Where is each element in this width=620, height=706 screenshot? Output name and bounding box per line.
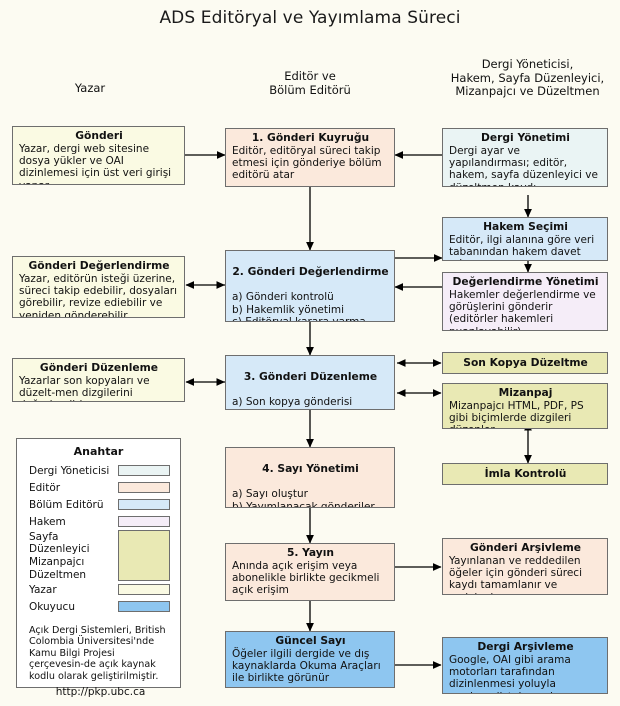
box-submission[interactable]: Gönderi Yazar, dergi web sitesine dosya … — [12, 126, 185, 185]
box-step1-submission-queue[interactable]: 1. Gönderi Kuyruğu Editör, editöryal sür… — [225, 128, 395, 187]
legend-title: Anahtar — [73, 445, 124, 458]
box-review-management[interactable]: Değerlendirme Yönetimi Hakemler değerlen… — [442, 272, 608, 331]
legend-row-editor: Editör — [17, 479, 180, 496]
box-journal-archive[interactable]: Dergi Arşivleme Google, OAI gibi arama m… — [442, 637, 608, 694]
box-body: Editör, editöryal süreci takip etmesi iç… — [232, 144, 382, 182]
column-header-staff: Dergi Yöneticisi, Hakem, Sayfa Düzenleyi… — [450, 57, 605, 98]
legend-swatch — [118, 499, 170, 510]
legend-group-production: Sayfa Düzenleyici Mizanpajcı Düzeltmen — [17, 530, 180, 581]
box-title: 3. Gönderi Düzenleme — [243, 370, 378, 384]
box-step4-issue-management[interactable]: 4. Sayı Yönetimi a) Sayı oluştur b) Yayı… — [225, 447, 395, 508]
column-header-editor: Editör ve Bölüm Editörü — [269, 69, 351, 97]
box-title: 5. Yayın — [286, 546, 335, 559]
box-body: Öğeler ilgili dergide ve dış kaynaklarda… — [232, 647, 381, 685]
box-body: a) Gönderi kontrolü b) Hakemlik yönetimi… — [232, 291, 366, 321]
box-title: Gönderi Değerlendirme — [28, 259, 170, 272]
box-submission-archive[interactable]: Gönderi Arşivleme Yayınlanan ve reddedil… — [442, 538, 608, 595]
box-body: Yayınlanan ve reddedilen öğeler için gön… — [449, 554, 582, 594]
legend-label: Mizanpajcı — [29, 555, 85, 568]
box-proofreading[interactable]: İmla Kontrolü — [442, 463, 608, 485]
box-layout[interactable]: Mizanpaj Mizanpajcı HTML, PDF, PS gibi b… — [442, 383, 608, 429]
box-title: 1. Gönderi Kuyruğu — [251, 131, 370, 144]
box-journal-management[interactable]: Dergi Yönetimi Dergi ayar ve yapılandırm… — [442, 128, 608, 187]
box-body: Mizanpajcı HTML, PDF, PS gibi biçimlerde… — [449, 399, 584, 428]
legend-swatch — [118, 601, 170, 612]
legend-row-section-editor: Bölüm Editörü — [17, 496, 180, 513]
box-body: Dergi ayar ve yapılandırması; editör, ha… — [449, 144, 598, 186]
box-title: Dergi Yönetimi — [481, 131, 570, 144]
page-title: ADS Editöryal ve Yayımlama Süreci — [159, 8, 461, 28]
legend-label: Editör — [29, 481, 61, 494]
box-title: Hakem Seçimi — [483, 220, 568, 233]
box-body: a) Son kopya gönderisi b) Mizanpaj ve bi… — [232, 396, 388, 409]
box-title: 4. Sayı Yönetimi — [262, 462, 359, 476]
legend-row-journal-manager: Dergi Yöneticisi — [17, 462, 180, 479]
legend-label: Hakem — [29, 515, 66, 528]
box-step3-submission-editing[interactable]: 3. Gönderi Düzenleme a) Son kopya gönder… — [225, 355, 395, 410]
legend-label: Sayfa Düzenleyici — [29, 530, 90, 555]
legend-swatch — [118, 482, 170, 493]
legend-swatch — [118, 465, 170, 476]
legend-label: Düzeltmen — [29, 568, 87, 581]
box-body: Hakemler değerlendirme ve görüşlerini gö… — [449, 288, 596, 330]
box-title: Mizanpaj — [498, 386, 553, 399]
box-title: İmla Kontrolü — [484, 466, 567, 480]
box-title: Gönderi Arşivleme — [469, 541, 582, 554]
legend-label: Yazar — [29, 583, 57, 596]
box-title: 2. Gönderi Değerlendirme — [232, 265, 389, 279]
box-body: Editör, ilgi alanına göre veri tabanında… — [449, 233, 595, 260]
box-title: Gönderi Düzenleme — [39, 361, 159, 374]
box-current-issue[interactable]: Güncel Sayı Öğeler ilgili dergide ve dış… — [225, 631, 395, 688]
legend-swatch — [118, 584, 170, 595]
legend-row-reader: Okuyucu — [17, 598, 180, 615]
legend-label: Dergi Yöneticisi — [29, 464, 110, 477]
box-step2-submission-review[interactable]: 2. Gönderi Değerlendirme a) Gönderi kont… — [225, 250, 395, 322]
box-title: Son Kopya Düzeltme — [463, 355, 588, 369]
legend-swatch — [118, 516, 170, 527]
column-header-author: Yazar — [74, 81, 106, 95]
box-title: Değerlendirme Yönetimi — [452, 275, 599, 288]
legend-group-labels: Sayfa Düzenleyici Mizanpajcı Düzeltmen — [29, 530, 118, 581]
box-final-copyedit[interactable]: Son Kopya Düzeltme — [442, 352, 608, 374]
legend-row-author: Yazar — [17, 581, 180, 598]
box-body: Yazar, editörün isteği üzerine, süreci t… — [19, 272, 178, 318]
legend-url[interactable]: http://pkp.ubc.ca — [55, 686, 146, 699]
box-submission-editing[interactable]: Gönderi Düzenleme Yazarlar son kopyaları… — [12, 358, 185, 402]
box-body: Anında açık erişim veya abonelikle birli… — [232, 559, 380, 597]
legend-swatch — [118, 530, 170, 581]
legend-label: Bölüm Editörü — [29, 498, 104, 511]
box-body: Yazar, dergi web sitesine dosya yükler v… — [19, 142, 172, 184]
box-submission-review[interactable]: Gönderi Değerlendirme Yazar, editörün is… — [12, 256, 185, 318]
box-body: Google, OAI gibi arama motorları tarafın… — [449, 653, 571, 693]
box-body: Yazarlar son kopyaları ve düzelt-men diz… — [19, 374, 150, 401]
box-title: Güncel Sayı — [275, 634, 346, 647]
box-title: Gönderi — [75, 129, 123, 142]
box-title: Dergi Arşivleme — [477, 640, 574, 653]
box-body: a) Sayı oluştur b) Yayımlanacak gönderil… — [232, 488, 375, 508]
box-reviewer-selection[interactable]: Hakem Seçimi Editör, ilgi alanına göre v… — [442, 217, 608, 261]
legend-label: Okuyucu — [29, 600, 75, 613]
box-step5-publication[interactable]: 5. Yayın Anında açık erişim veya aboneli… — [225, 543, 395, 601]
legend-row-reviewer: Hakem — [17, 513, 180, 530]
legend-panel: Anahtar Dergi Yöneticisi Editör Bölüm Ed… — [16, 438, 181, 698]
legend-note: Açık Dergi Sistemleri, British Colombia … — [29, 625, 166, 682]
